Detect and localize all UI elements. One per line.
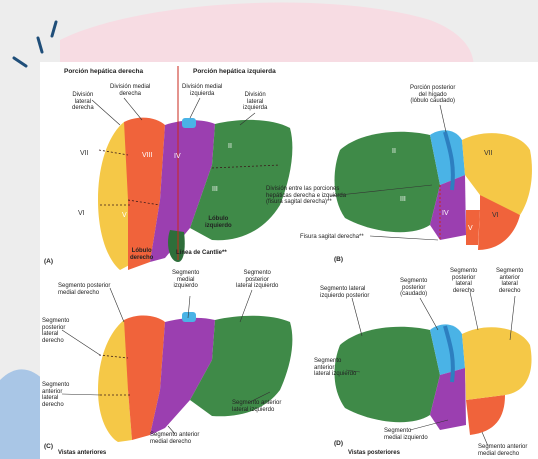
leader-lines xyxy=(0,0,538,459)
